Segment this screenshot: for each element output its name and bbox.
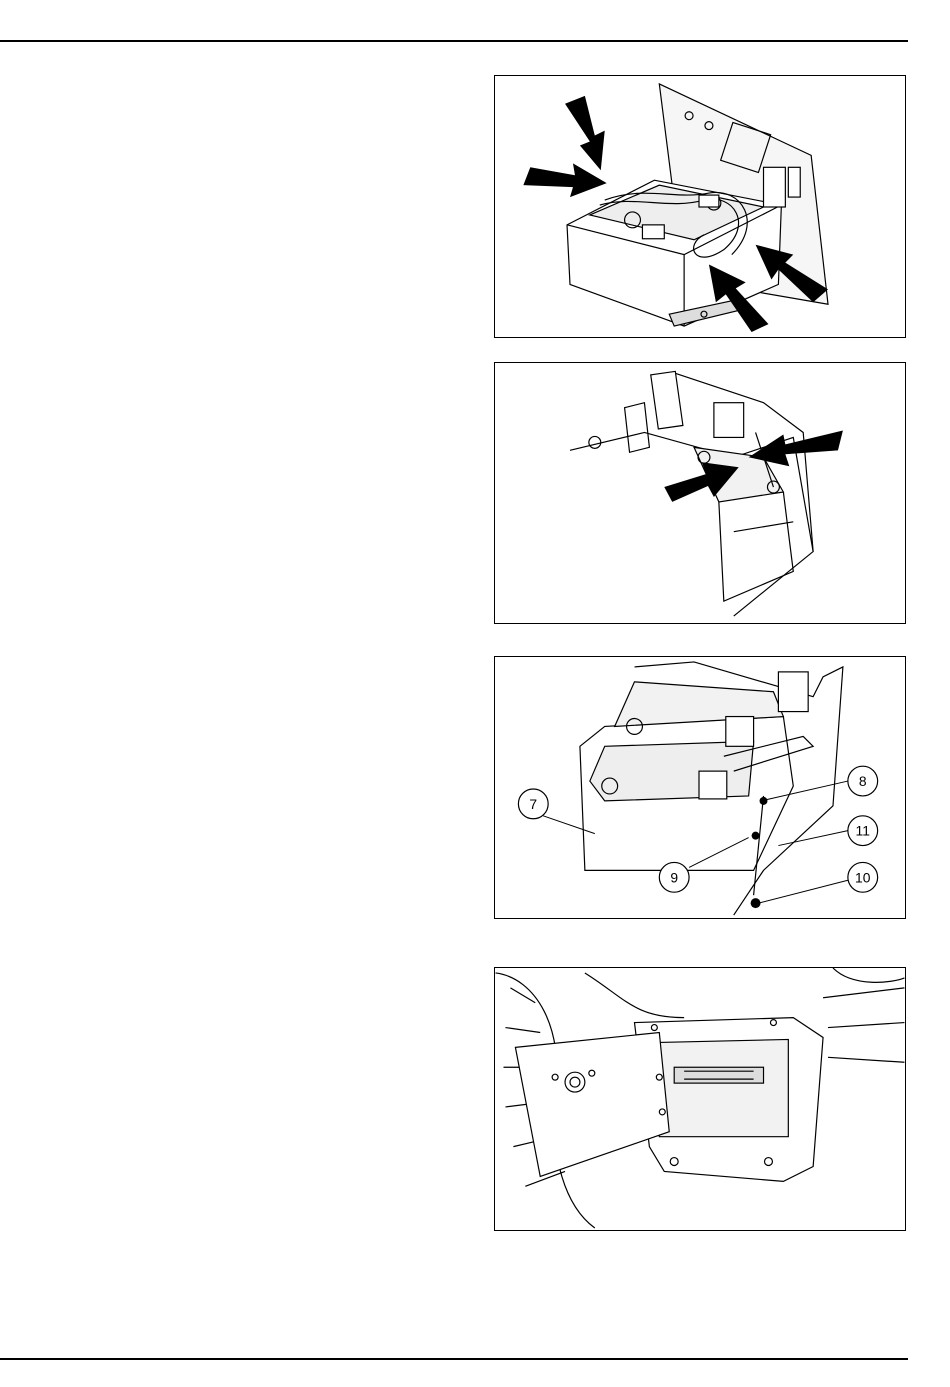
- callout-11: 11: [856, 823, 871, 839]
- battery-mounting-illustration: 7 8 9 10 11: [495, 657, 905, 918]
- figure-battery-mounting: 7 8 9 10 11: [494, 656, 906, 919]
- footer-rule: [0, 1358, 908, 1360]
- callout-10: 10: [855, 869, 871, 885]
- battery-cables-illustration: [495, 76, 905, 337]
- battery-box-illustration: [495, 363, 905, 623]
- callout-9: 9: [670, 869, 678, 885]
- figure-battery-cover: [494, 967, 906, 1231]
- callout-8: 8: [859, 773, 867, 789]
- figure-battery-box: [494, 362, 906, 624]
- header-rule: [0, 40, 908, 42]
- battery-cover-illustration: [495, 968, 905, 1230]
- figure-battery-cables: [494, 75, 906, 338]
- callout-7: 7: [529, 796, 537, 812]
